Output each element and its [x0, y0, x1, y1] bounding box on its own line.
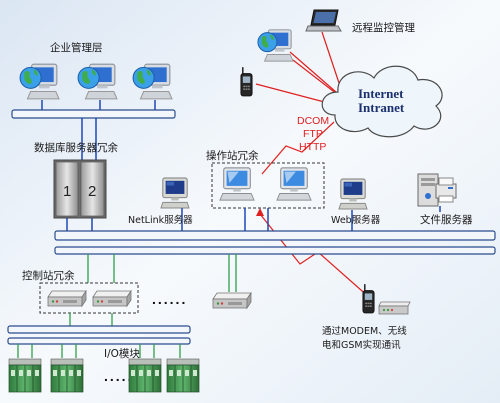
- control-station-group: [39, 282, 139, 314]
- io-module-icon: [166, 358, 200, 393]
- red-remote-links: [255, 31, 371, 299]
- enterprise-layer-label: 企业管理层: [50, 41, 103, 54]
- server-rack-icon: [53, 159, 107, 219]
- protocol-dcom: DCOM: [297, 115, 329, 127]
- control-station-links: [87, 254, 237, 292]
- remote-monitoring-label: 远程监控管理: [352, 21, 415, 34]
- io-bus-uplinks: [69, 313, 113, 326]
- io-module-label: I/O模块: [104, 348, 140, 360]
- web-server-label: Web服务器: [331, 214, 381, 226]
- controller-box-icon: [212, 292, 252, 309]
- io-bus-lower: [7, 337, 191, 345]
- server-slot-1-label: 1: [63, 183, 71, 200]
- server-slot-2-label: 2: [88, 183, 96, 200]
- desktop-computer-icon: [160, 177, 190, 209]
- io-module-drop-lines: [17, 344, 181, 358]
- modem-icon: [378, 301, 411, 315]
- controller-box-icon: [92, 290, 132, 307]
- operator-station-downlinks: [244, 208, 269, 231]
- io-module-icon: [128, 358, 162, 393]
- communication-note-line-1: 通过MODEM、无线: [322, 325, 407, 337]
- intranet-label: Intranet: [358, 100, 405, 115]
- internet-label: Internet: [358, 86, 404, 101]
- netlink-server-label: NetLink服务器: [128, 214, 193, 226]
- control-network-bus: [54, 246, 496, 255]
- laptop-icon: [305, 9, 342, 32]
- operator-station-redundancy-label: 操作站冗余: [206, 149, 259, 162]
- protocol-http: HTTP: [299, 141, 326, 153]
- db-server-redundancy-label: 数据库服务器冗余: [34, 141, 118, 154]
- controller-box-icon: [47, 290, 87, 307]
- enterprise-bus: [11, 109, 176, 119]
- main-ethernet-bus: [54, 230, 496, 241]
- db-server-uplinks: [81, 118, 97, 160]
- io-bus-upper: [7, 325, 191, 334]
- communication-note-line-2: 电和GSM实现通讯: [322, 339, 401, 351]
- file-server-icon: [417, 173, 457, 207]
- desktop-computer-icon: [338, 178, 368, 210]
- desktop-computer-icon: [276, 167, 312, 201]
- file-server-label: 文件服务器: [420, 213, 473, 226]
- io-module-icon: [8, 358, 42, 393]
- io-module-icon: [50, 358, 84, 393]
- desktop-computer-icon: [219, 167, 255, 201]
- enterprise-drop-lines: [41, 100, 156, 110]
- cloud-icon: [321, 65, 443, 138]
- protocol-ftp: FTP: [303, 128, 323, 140]
- db-server-downlinks: [66, 218, 93, 231]
- control-station-redundancy-label: 控制站冗余: [22, 269, 75, 282]
- control-station-ellipsis: ......: [152, 291, 187, 307]
